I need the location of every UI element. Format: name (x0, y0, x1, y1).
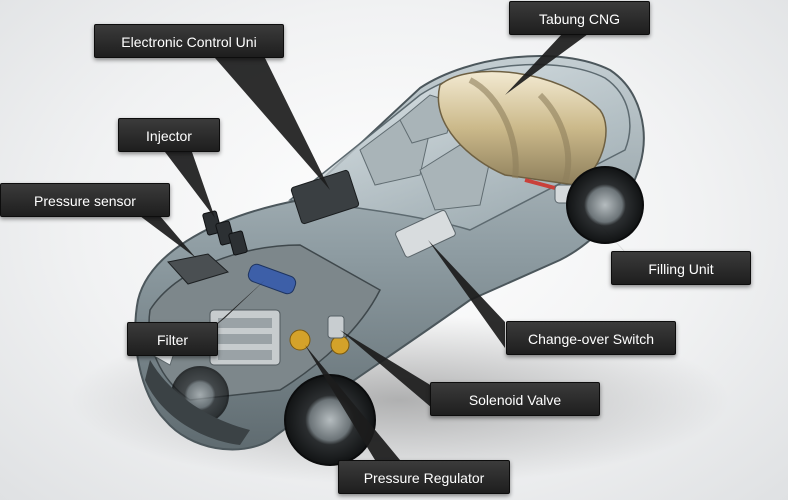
label-ecu: Electronic Control Uni (94, 24, 284, 58)
label-pressure-sensor: Pressure sensor (0, 183, 170, 217)
label-solenoid-valve: Solenoid Valve (430, 382, 600, 416)
leader-lines (140, 34, 640, 460)
filter-part (247, 263, 297, 295)
interior-seats (359, 94, 491, 211)
switch-part (395, 209, 456, 258)
injector-part (202, 210, 248, 256)
label-change-over-switch: Change-over Switch (506, 321, 676, 355)
ecu-part (290, 169, 360, 225)
label-pressure-regulator: Pressure Regulator (338, 460, 510, 494)
front-grille (145, 360, 250, 445)
label-injector: Injector (118, 118, 220, 152)
label-filling-unit: Filling Unit (611, 251, 751, 285)
label-tabung-cng: Tabung CNG (509, 1, 650, 35)
wheel-rear-right (566, 166, 644, 244)
wheel-front-left (284, 374, 376, 466)
label-filter: Filter (127, 322, 218, 356)
cng-tank (437, 70, 607, 186)
